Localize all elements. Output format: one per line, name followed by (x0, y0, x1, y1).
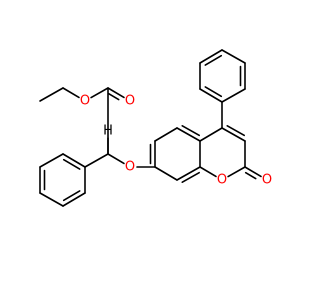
o-ether-label: O (125, 160, 135, 175)
bond-c4-c3-second (226, 125, 245, 137)
bond-c2-oLac-second (244, 171, 257, 180)
bond-c2-oRing (227, 166, 246, 178)
bond-c4-c3 (221, 127, 246, 142)
bond-ph1_3-ph1_4-second (204, 54, 223, 66)
bond-a8-a8a-second (181, 171, 200, 183)
bond-ph1_6-ph1_1 (221, 88, 246, 103)
bond-ph2_1-ph2_2-second (62, 158, 81, 170)
bond-a7-a8 (154, 166, 178, 181)
bond-ph1_4-ph1_5 (221, 49, 246, 64)
bond-cAlpha-oEth (107, 153, 125, 165)
o-ring-label: O (217, 173, 227, 188)
bond-ph2_4-ph2_5 (39, 192, 64, 207)
bond-a8-a8a (176, 166, 201, 181)
bond-ethC2-oEs (62, 87, 80, 99)
bond-ethC1-ethC2 (39, 87, 64, 102)
bond-a5-a6 (154, 127, 178, 142)
bond-a4a-a5 (176, 127, 201, 142)
bond-ph2_1-ph2_2 (62, 153, 86, 168)
bond-ph1_3-ph1_4 (199, 49, 223, 64)
bond-ph2_5-ph2_6 (62, 192, 86, 207)
bond-a4a-a5-second (181, 125, 200, 137)
bond-c2-oLac (244, 166, 262, 178)
o-ester-carbonyl-label: O (125, 94, 135, 109)
o-ester-single-label: O (80, 94, 90, 109)
o-lactone-carbonyl-label: O (262, 173, 272, 188)
bond-cCarb-oCarb-second (107, 92, 120, 101)
bond-ph1_1-ph1_2 (199, 88, 223, 103)
bond-cAlpha-ph2_1 (84, 153, 109, 168)
bond-oEs-cCarb (90, 87, 109, 99)
bond-ph2_2-ph2_3 (39, 153, 64, 168)
bonds (39, 49, 262, 207)
bond-cCarb-oCarb (107, 87, 125, 99)
h-alpha-label: H (103, 124, 113, 139)
bond-ph2_5-ph2_6-second (62, 190, 81, 202)
bond-ph1_1-ph1_2-second (204, 86, 223, 98)
bond-a4a-c4 (199, 127, 223, 142)
bond-oRing-a8a (199, 166, 217, 178)
